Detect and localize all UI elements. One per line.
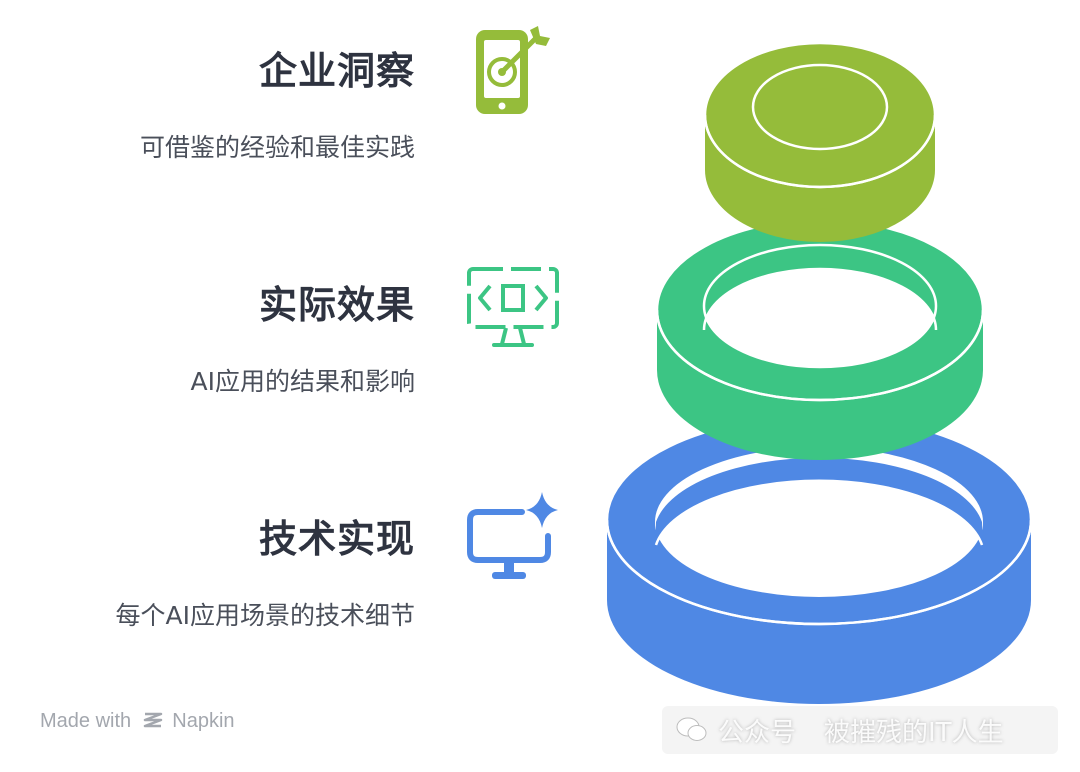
watermark-channel: 公众号 bbox=[718, 717, 797, 748]
level-description: 可借鉴的经验和最佳实践 bbox=[139, 133, 415, 162]
level-tech: 技术实现 每个AI应用场景的技术细节 bbox=[116, 520, 415, 628]
level-insight: 企业洞察 可借鉴的经验和最佳实践 bbox=[140, 52, 415, 160]
level-description: AI应用的结果和影响 bbox=[190, 367, 415, 396]
level-title: 实际效果 bbox=[258, 283, 415, 327]
monitor-sparkle-icon bbox=[467, 492, 558, 579]
made-with-label: Made with bbox=[40, 710, 132, 732]
mobile-target-icon bbox=[476, 26, 550, 114]
level-title: 企业洞察 bbox=[258, 49, 415, 93]
napkin-logo-icon bbox=[143, 712, 162, 728]
level-title: 技术实现 bbox=[258, 517, 415, 561]
napkin-brand: Napkin bbox=[172, 710, 235, 732]
ring-insight bbox=[703, 41, 937, 242]
wechat-icon bbox=[676, 717, 707, 741]
monitor-code-icon bbox=[467, 267, 559, 347]
watermark-name: 被摧残的IT人生 bbox=[824, 717, 1004, 748]
ring-effect bbox=[655, 218, 985, 460]
level-description: 每个AI应用场景的技术细节 bbox=[115, 601, 415, 630]
made-with-napkin: Made with Napkin bbox=[40, 710, 235, 733]
wechat-watermark: 公众号 被摧残的IT人生 bbox=[662, 706, 1058, 754]
ring-tech bbox=[605, 414, 1033, 704]
level-effect: 实际效果 AI应用的结果和影响 bbox=[191, 286, 415, 394]
